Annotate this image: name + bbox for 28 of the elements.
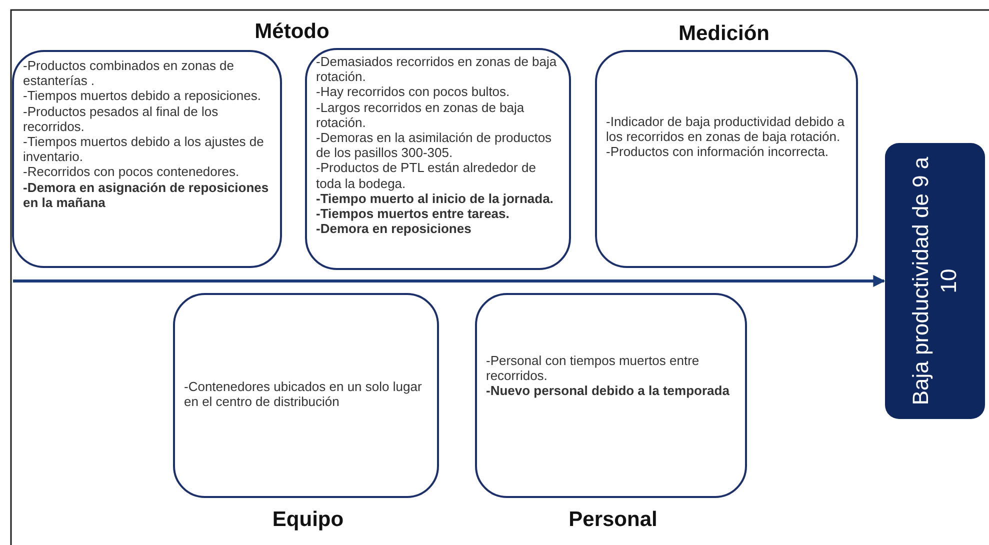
cause-box [12,50,282,268]
cause-box [305,48,571,270]
cause-text: -Demasiados recorridos en zonas de baja rotación. [316,54,558,84]
cause-text: -Productos combinados en zonas de estanterías . [23,58,236,88]
cause-text: -Hay recorridos con pocos bultos. [316,84,511,100]
cause-text: -Contenedores ubicados en un solo lugar en el centro de distribución [184,379,423,410]
cause-text: -Productos pesados al final de los recorridos. [23,104,220,134]
category-heading: Personal [568,508,658,532]
cause-text: -Nuevo personal debido a la temporada [486,383,730,399]
result-text: Baja productividad de 9 a 10 [907,156,962,406]
arrow [13,275,886,287]
cause-text: -Demora en reposiciones [316,221,472,236]
cause-text: -Recorridos con pocos contenedores. [23,164,240,180]
cause-text: -Indicador de baja productividad debido a los recorridos en zonas de baja rotación. [606,114,846,144]
cause-text: -Demoras en la asimilación de productos de los pasillos 300-305. [316,130,553,160]
cause-text: -Productos con información incorrecta. [606,144,830,160]
cause-text: -Largos recorridos en zonas de baja rotación. [316,100,526,130]
cause-text: -Tiempos muertos entre tareas. [316,206,510,222]
category-heading: Método [254,20,330,44]
cause-text: -Productos de PTL están alrededor de toda la bodega. [316,160,537,191]
cause-text: -Personal con tiempos muertos entre recorridos. [486,353,700,384]
result-box [885,143,985,419]
cause-text: -Demora en asignación de reposiciones en la mañana [23,180,270,210]
cause-text: -Tiempos muertos debido a reposiciones. [23,88,262,104]
cause-text: -Tiempo muerto al inicio de la jornada. [316,190,554,206]
category-heading: Equipo [272,508,344,532]
category-heading: Medición [678,22,770,46]
cause-text: -Tiempos muertos debido a los ajustes de inventario. [23,134,265,164]
